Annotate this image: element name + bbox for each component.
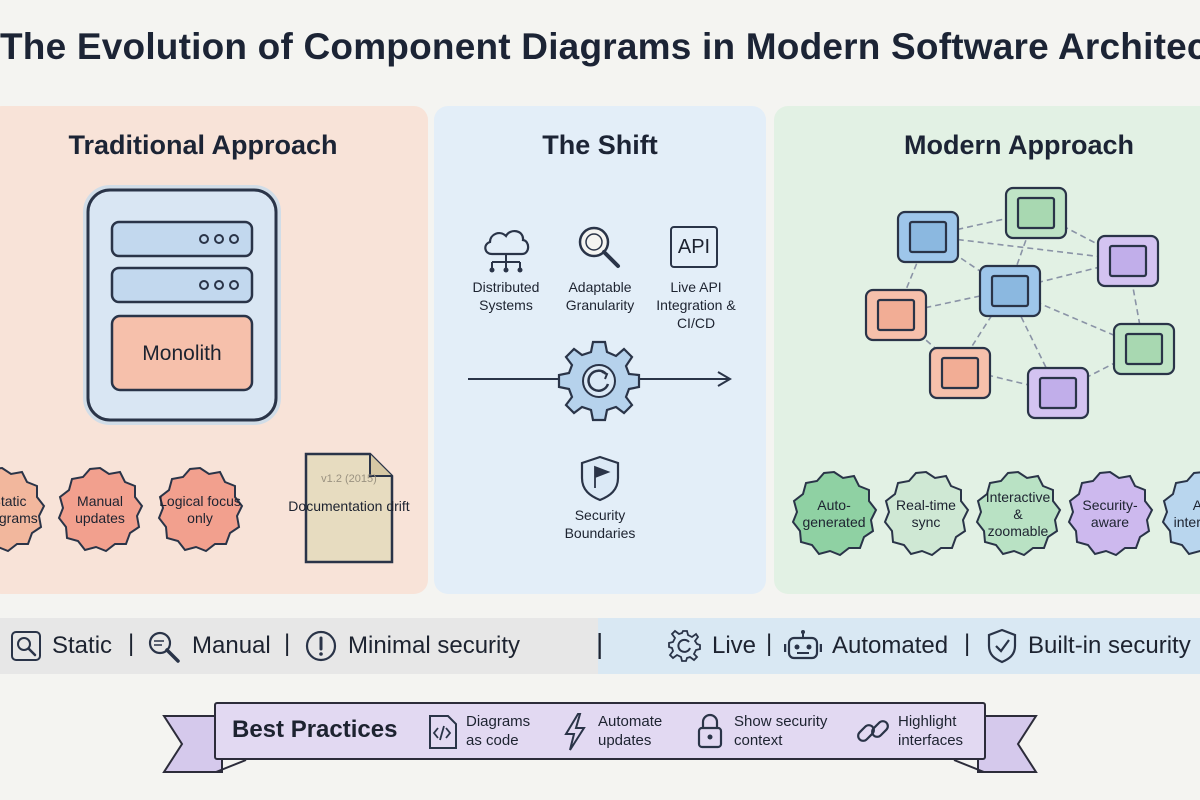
seal-auto-generated: Auto-generated	[790, 470, 878, 558]
shift-title: The Shift	[542, 130, 658, 160]
seal-label: Security-aware	[1082, 497, 1138, 530]
shift-item-label: Adaptable Granularity	[565, 279, 635, 313]
seal-real-time-sync: Real-time sync	[882, 470, 970, 558]
shield-check-icon	[987, 628, 1017, 664]
best-practices-title: Best Practices	[232, 716, 398, 743]
doc-label: Documentation drift	[288, 498, 410, 514]
seal-badge-icon	[1067, 470, 1154, 557]
magnifier-box-icon	[11, 631, 41, 661]
bp-item-label: Highlight interfaces	[898, 713, 964, 749]
cloud-network-icon	[484, 230, 530, 273]
seal-badge-icon	[975, 470, 1062, 557]
bp-item-label: Automate updates	[598, 713, 663, 749]
magnifier-icon	[578, 226, 620, 268]
band-label: Automated	[832, 632, 949, 659]
code-file-icon	[429, 715, 457, 749]
microservices-network	[864, 186, 1176, 420]
band-label: Minimal security	[348, 632, 521, 659]
page-title: The Evolution of Component Diagrams in M…	[0, 26, 1200, 67]
best-practices-ribbon	[214, 702, 986, 760]
band-item-minimal-security: Minimal security	[304, 618, 520, 674]
comparison-band-traditional	[0, 618, 598, 674]
modern-title: Modern Approach	[903, 130, 1134, 160]
seal-manual-updates: Manual updates	[56, 466, 144, 554]
bp-item-label: Diagrams as code	[466, 713, 531, 749]
seal-label: Manual updates	[75, 493, 125, 526]
gear-icon	[557, 340, 641, 422]
magnifier-icon	[148, 631, 180, 663]
document-icon	[304, 452, 394, 564]
link-icon	[857, 720, 889, 742]
seal-label: API interfaces	[1173, 497, 1200, 530]
band-item-static: Static	[10, 618, 112, 674]
shift-item-label: Distributed Systems	[472, 279, 540, 313]
seal-api-interfaces: API interfaces	[1160, 470, 1200, 558]
seal-label: Logical focus only	[159, 493, 241, 526]
traditional-title: Traditional Approach	[68, 130, 338, 160]
seal-interactive: Interactive & zoomable	[974, 470, 1062, 558]
shield-flag-icon	[580, 455, 620, 502]
seal-logical-focus: Logical focus only	[156, 466, 244, 554]
band-item-built-in-security: Built-in security	[986, 618, 1191, 674]
alert-icon	[305, 630, 337, 662]
monolith-label: Monolith	[142, 342, 222, 365]
doc-version: v1.2 (2015)	[321, 473, 377, 485]
seal-label: Auto-generated	[802, 497, 866, 530]
comparison-band-modern	[598, 618, 1200, 674]
band-item-automated: Automated	[784, 618, 948, 674]
separator: |	[284, 630, 291, 657]
seal-badge-icon	[57, 466, 144, 553]
shift-item-label: Live API Integration & CI/CD	[656, 279, 736, 331]
separator: |	[964, 630, 971, 657]
band-item-live: Live	[668, 618, 756, 674]
seal-label: Interactive & zoomable	[985, 488, 1051, 539]
sync-gear-icon	[668, 629, 701, 662]
seal-badge-icon	[0, 466, 46, 553]
separator: |	[128, 630, 135, 657]
band-label: Built-in security	[1028, 632, 1191, 659]
lock-icon	[697, 713, 723, 749]
band-label: Manual	[192, 632, 271, 659]
seal-badge-icon	[791, 470, 878, 557]
seal-static-diagrams: Static diagrams	[0, 466, 46, 554]
band-label: Static	[52, 632, 113, 659]
bp-item-label: Show security context	[734, 713, 828, 749]
seal-security-aware: Security-aware	[1066, 470, 1154, 558]
band-item-manual: Manual	[146, 618, 271, 674]
api-icon: API	[670, 226, 718, 268]
server-icon	[83, 185, 281, 425]
band-label: Live	[712, 632, 757, 659]
seal-badge-icon	[883, 470, 970, 557]
seal-label: Real-time sync	[896, 497, 956, 530]
seal-badge-icon	[1161, 471, 1200, 556]
separator: |	[596, 628, 604, 659]
ribbon-tail-right	[953, 715, 1038, 773]
ribbon-tail-left	[162, 715, 247, 773]
separator: |	[766, 630, 773, 657]
seal-label: Static diagrams	[0, 493, 38, 526]
seal-badge-icon	[157, 466, 244, 553]
robot-icon	[784, 630, 822, 660]
shift-item-label: Security Boundaries	[564, 507, 636, 541]
lightning-icon	[564, 713, 586, 751]
